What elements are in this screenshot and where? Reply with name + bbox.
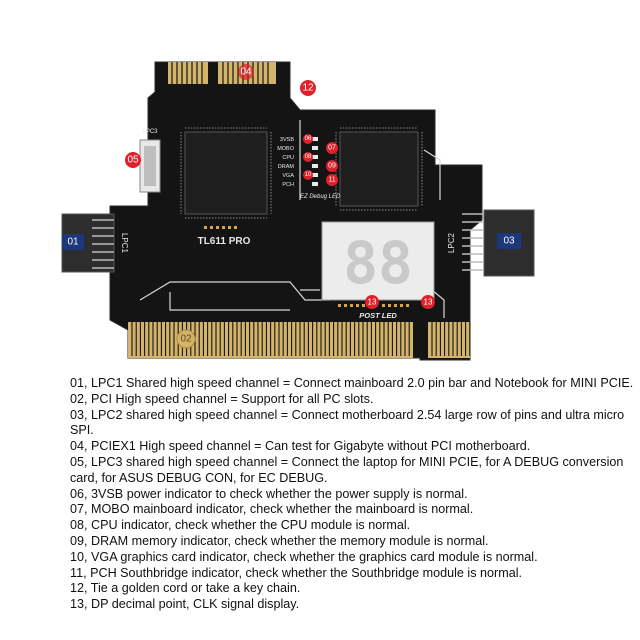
- svg-text:11: 11: [328, 177, 335, 184]
- legend-item-08: 08, CPU indicator, check whether the CPU…: [70, 518, 411, 533]
- callout-09: 09: [326, 160, 338, 172]
- callout-12: 12: [300, 80, 316, 96]
- legend-item-12: 12, Tie a golden cord or take a key chai…: [70, 581, 301, 596]
- model-label: TL611 PRO: [198, 236, 251, 247]
- svg-text:01: 01: [67, 237, 79, 248]
- callout-10: 10: [303, 170, 313, 180]
- callout-08: 08: [303, 152, 313, 162]
- ez-debug-label: EZ Debug LED: [300, 194, 341, 200]
- pcb-board: [109, 61, 483, 361]
- callout-01: 01: [62, 234, 84, 250]
- callout-04: 04: [238, 64, 254, 80]
- svg-text:13: 13: [424, 298, 433, 307]
- svg-text:05: 05: [127, 155, 139, 166]
- led-label-pch: PCH: [282, 182, 294, 188]
- led-label-3vsb: 3VSB: [280, 137, 294, 143]
- led-label-mobo: MOBO: [277, 146, 295, 152]
- debug-card-illustration: LPC3 LPC1 LPC2 TL611 PRO 3VSB MOBO CPU D: [61, 61, 535, 361]
- svg-text:13: 13: [368, 298, 377, 307]
- legend-item-13: 13, DP decimal point, CLK signal display…: [70, 597, 300, 612]
- lpc3-label: LPC3: [142, 129, 158, 135]
- product-photo: LPC3 LPC1 LPC2 TL611 PRO 3VSB MOBO CPU D: [61, 61, 535, 361]
- legend-item-09: 09, DRAM memory indicator, check whether…: [70, 533, 489, 548]
- svg-text:12: 12: [302, 83, 314, 94]
- callout-13-right: 13: [421, 295, 435, 309]
- main-chip-right: [339, 131, 419, 207]
- seg-digits: 88: [343, 229, 413, 297]
- feature-legend: 01, LPC1 Shared high speed channel = Con…: [70, 376, 635, 613]
- legend-item-04: 04, PCIEX1 High speed channel = Can test…: [70, 439, 531, 454]
- callout-03: 03: [497, 233, 521, 249]
- legend-item-03: 03, LPC2 shared high speed channel = Con…: [70, 407, 628, 438]
- post-led-label: POST LED: [359, 311, 397, 320]
- svg-text:03: 03: [503, 236, 515, 247]
- callout-06: 06: [303, 134, 313, 144]
- callout-13-left: 13: [365, 295, 379, 309]
- ez-debug-led-group: 3VSB MOBO CPU DRAM VGA PCH EZ Debug LED: [277, 137, 341, 200]
- svg-text:06: 06: [305, 136, 312, 142]
- svg-text:10: 10: [305, 172, 312, 178]
- pcie-x1-fingers: [168, 62, 276, 84]
- lpc2-label: LPC2: [447, 232, 456, 253]
- lpc1-label: LPC1: [120, 233, 129, 254]
- callout-05: 05: [125, 152, 141, 168]
- led-label-cpu: CPU: [282, 155, 294, 161]
- svg-text:09: 09: [328, 163, 336, 170]
- legend-item-07: 07, MOBO mainboard indicator, check whet…: [70, 502, 474, 517]
- svg-text:07: 07: [328, 145, 336, 152]
- legend-item-11: 11, PCH Southbridge indicator, check whe…: [70, 565, 522, 580]
- svg-text:04: 04: [240, 67, 252, 78]
- post-led-display: 88 POST LED: [321, 221, 435, 320]
- svg-text:02: 02: [180, 334, 192, 345]
- callout-02: 02: [176, 329, 196, 349]
- pci-fingers: [128, 322, 471, 358]
- legend-item-02: 02, PCI High speed channel = Support for…: [70, 391, 374, 406]
- legend-item-01: 01, LPC1 Shared high speed channel = Con…: [70, 376, 634, 390]
- led-label-dram: DRAM: [278, 164, 295, 170]
- callout-07: 07: [326, 142, 338, 154]
- legend-item-05: 05, LPC3 shared high speed channel = Con…: [70, 454, 627, 485]
- svg-text:08: 08: [305, 154, 312, 160]
- legend-item-06: 06, 3VSB power indicator to check whethe…: [70, 486, 468, 501]
- legend-item-10: 10, VGA graphics card indicator, check w…: [70, 549, 538, 564]
- callout-11: 11: [326, 174, 338, 186]
- main-chip-left: [184, 131, 268, 215]
- led-label-vga: VGA: [282, 173, 294, 179]
